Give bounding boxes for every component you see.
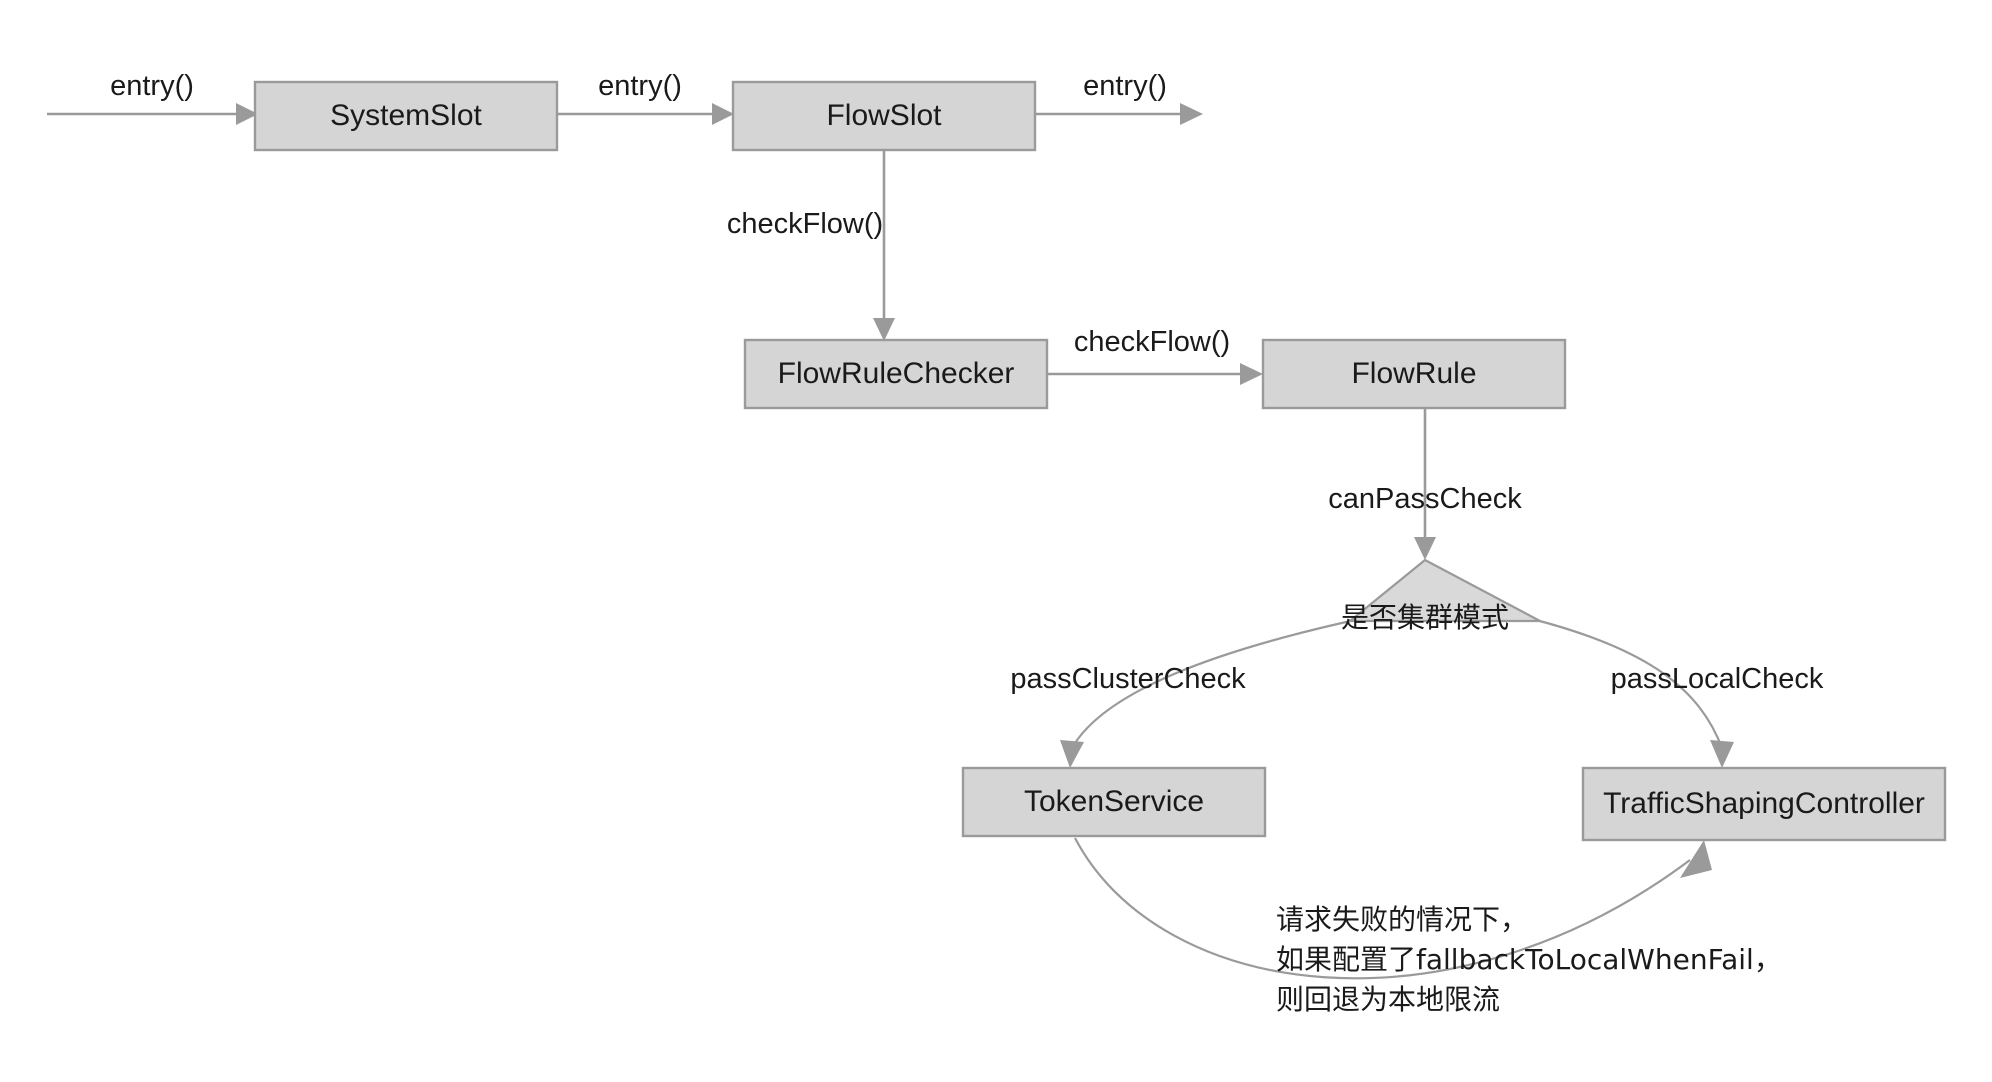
arrow-head-icon — [712, 103, 734, 125]
node-flow-rule[interactable]: FlowRule — [1261, 338, 1567, 410]
node-flow-slot-label: FlowSlot — [826, 99, 942, 132]
node-system-slot-rect[interactable] — [253, 80, 559, 152]
node-cluster-mode-decision-triangle[interactable] — [1346, 558, 1541, 623]
node-system-slot[interactable]: SystemSlot — [253, 80, 559, 152]
node-traffic-shaping-controller[interactable]: TrafficShapingController — [1581, 766, 1947, 842]
node-system-slot-label: SystemSlot — [330, 99, 482, 132]
edge-token-to-controller-line — [1074, 837, 1691, 980]
edge-checker-to-rule-label: checkFlow() — [1074, 326, 1230, 358]
annotation-fallback-note: 请求失败的情况下， 如果配置了fallbackToLocalWhenFail， … — [1276, 903, 1782, 1016]
edge-decision-to-controller: passLocalCheck — [1535, 618, 1824, 768]
arrow-head-icon — [1680, 840, 1712, 878]
arrow-head-icon — [236, 103, 258, 125]
node-flow-rule-checker-label: FlowRuleChecker — [778, 357, 1015, 390]
node-flow-rule-checker[interactable]: FlowRuleChecker — [743, 338, 1049, 410]
edge-flow-slot-out-label: entry() — [1083, 70, 1167, 102]
edge-decision-to-token-label: passClusterCheck — [1010, 663, 1246, 695]
arrow-head-icon — [1710, 740, 1734, 768]
annotation-fallback-note-line-1: 请求失败的情况下， — [1276, 903, 1528, 936]
edge-decision-to-controller-label: passLocalCheck — [1611, 663, 1824, 695]
node-token-service-label: TokenService — [1024, 785, 1204, 818]
node-flow-rule-label: FlowRule — [1351, 357, 1476, 390]
arrow-head-icon — [1240, 363, 1263, 385]
node-cluster-mode-decision[interactable]: 是否集群模式 — [1341, 558, 1541, 634]
node-token-service-rect[interactable] — [961, 766, 1267, 838]
node-token-service[interactable]: TokenService — [961, 766, 1267, 838]
edge-decision-to-token-line — [1071, 618, 1356, 749]
edge-in-system-slot: entry() — [47, 70, 258, 125]
edge-token-to-controller — [1074, 837, 1712, 980]
edge-rule-to-decision: canPassCheck — [1328, 408, 1522, 560]
edge-in-system-slot-label: entry() — [110, 70, 194, 102]
edge-flow-slot-to-checker: checkFlow() — [727, 150, 895, 341]
arrow-head-icon — [873, 318, 895, 341]
node-flow-slot-rect[interactable] — [731, 80, 1037, 152]
node-traffic-shaping-controller-label: TrafficShapingController — [1603, 787, 1925, 820]
edge-system-to-flow-slot-label: entry() — [598, 70, 682, 102]
arrow-head-icon — [1414, 537, 1436, 560]
edge-decision-to-token: passClusterCheck — [1010, 618, 1356, 768]
node-flow-slot[interactable]: FlowSlot — [731, 80, 1037, 152]
edge-rule-to-decision-label: canPassCheck — [1328, 483, 1522, 515]
node-flow-rule-rect[interactable] — [1261, 338, 1567, 410]
node-cluster-mode-decision-label: 是否集群模式 — [1341, 601, 1509, 634]
arrow-head-icon — [1180, 103, 1203, 125]
node-traffic-shaping-controller-rect[interactable] — [1581, 766, 1947, 842]
arrow-head-icon — [1060, 740, 1084, 768]
edge-system-to-flow-slot: entry() — [557, 70, 734, 125]
node-flow-rule-checker-rect[interactable] — [743, 338, 1049, 410]
edge-decision-to-controller-line — [1535, 618, 1724, 749]
edge-checker-to-rule: checkFlow() — [1047, 326, 1263, 385]
edge-flow-slot-to-checker-label: checkFlow() — [727, 208, 883, 240]
annotation-fallback-note-line-3: 则回退为本地限流 — [1276, 983, 1500, 1016]
edge-flow-slot-out: entry() — [1035, 70, 1203, 125]
annotation-fallback-note-line-2: 如果配置了fallbackToLocalWhenFail， — [1276, 943, 1782, 976]
